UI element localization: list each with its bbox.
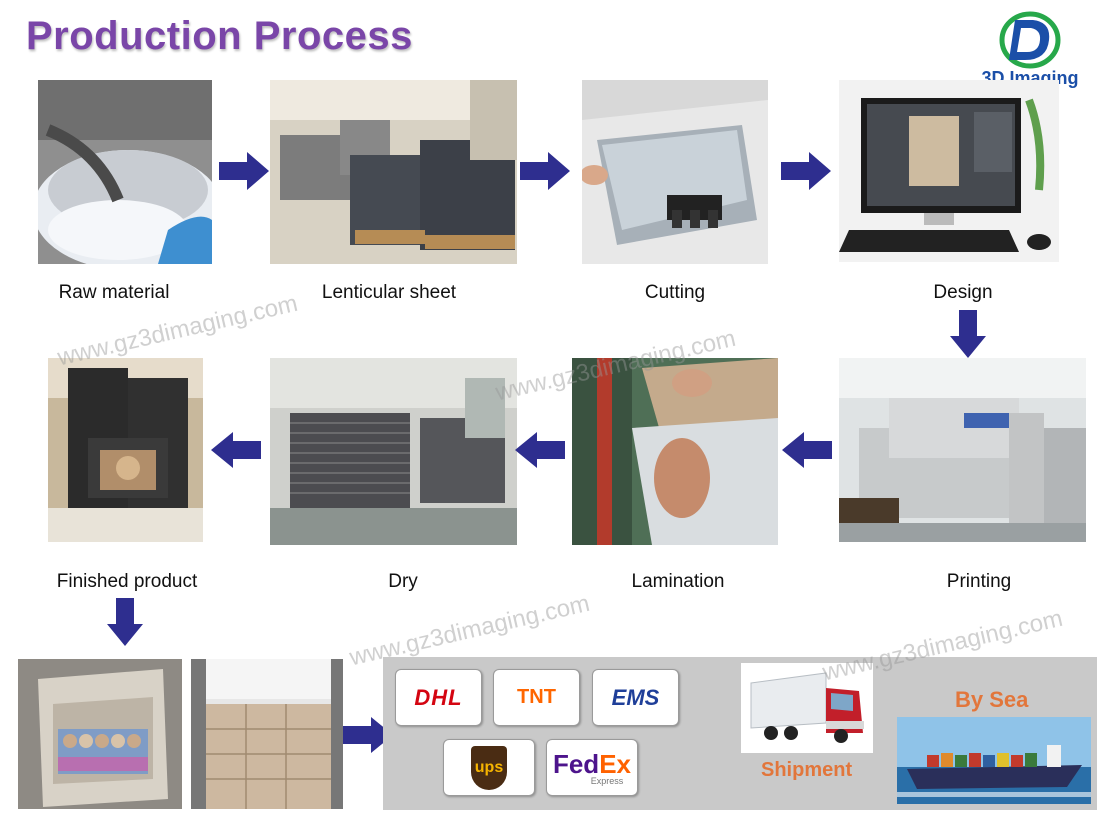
cargo-ship-icon (897, 717, 1091, 804)
shipping-panel: DHL TNT EMS ups FedEx Express Shipment B… (383, 657, 1097, 810)
fedex-text-ex: Ex (599, 749, 632, 779)
photo-lenticular-sheet (270, 80, 517, 264)
arrow-right-icon (219, 152, 269, 190)
arrow-right-icon (781, 152, 831, 190)
photo-printing (839, 358, 1086, 542)
fedex-subtext: Express (590, 776, 624, 786)
step-label-design: Design (933, 282, 993, 303)
step-label-dry: Dry (388, 571, 418, 592)
ups-logo: ups (443, 739, 535, 796)
ems-text: EMS (611, 684, 660, 710)
ups-text: ups (474, 758, 504, 776)
ems-logo: EMS (592, 669, 679, 726)
truck-icon (741, 663, 873, 753)
page-title: Production Process (26, 14, 413, 58)
arrow-left-icon (211, 432, 261, 468)
photo-cutting (582, 80, 768, 264)
photo-dry (270, 358, 517, 545)
photo-design (839, 80, 1059, 262)
arrow-down-icon (950, 310, 986, 358)
truck-image (741, 663, 873, 753)
ship-image (897, 717, 1091, 804)
tnt-logo: TNT (493, 669, 580, 726)
fedex-text-fed: Fed (552, 749, 600, 779)
tnt-text: TNT (517, 686, 556, 708)
dhl-logo: DHL (395, 669, 482, 726)
step-label-printing: Printing (946, 571, 1012, 592)
fedex-logo: FedEx Express (546, 739, 638, 796)
sea-label: By Sea (955, 687, 1029, 712)
photo-finished-product (48, 358, 203, 542)
photo-raw-material (38, 80, 212, 264)
arrow-right-icon (343, 717, 393, 753)
d-logo-icon (999, 11, 1061, 69)
dhl-text: DHL (414, 684, 463, 710)
photo-packing-box (18, 659, 182, 809)
step-label-finished-product: Finished product (56, 571, 198, 592)
arrow-left-icon (515, 432, 565, 468)
arrow-left-icon (782, 432, 832, 468)
arrow-right-icon (520, 152, 570, 190)
step-label-lamination: Lamination (631, 571, 725, 592)
truck-label: Shipment (761, 759, 853, 781)
arrow-down-icon (107, 598, 143, 646)
step-label-lenticular-sheet: Lenticular sheet (321, 282, 457, 303)
ups-shield-icon: ups (471, 745, 507, 790)
photo-lamination (572, 358, 778, 545)
step-label-raw-material: Raw material (58, 282, 170, 303)
photo-container (191, 659, 343, 809)
step-label-cutting: Cutting (644, 282, 706, 303)
